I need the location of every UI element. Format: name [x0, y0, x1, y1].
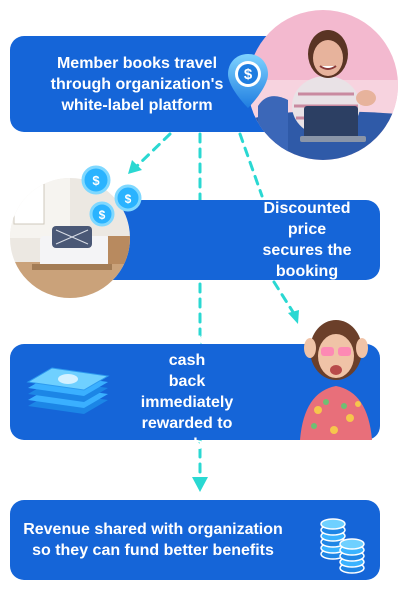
step-4-line-1: Revenue shared with organization [23, 521, 283, 538]
coin-stacks-icon [318, 510, 368, 576]
step-1-line-3: white-label platform [61, 96, 213, 114]
step-3-text: Substantial cash back immediately reward… [0, 329, 400, 455]
arrowhead-2 [288, 310, 299, 324]
step-1-line-2: through organization's [50, 75, 224, 93]
step-card-4: Revenue shared with organization so they… [10, 500, 380, 580]
svg-text:$: $ [244, 66, 253, 83]
svg-text:$: $ [92, 173, 100, 188]
svg-text:$: $ [99, 208, 106, 222]
step-2-line-1: Discounted price [263, 200, 351, 238]
bedroom-photo [10, 178, 130, 298]
arrowhead-3 [192, 477, 208, 492]
location-pin-dollar-icon: $ [226, 52, 270, 110]
connector-1-to-3 [238, 132, 264, 198]
cash-stack-icon [24, 362, 110, 422]
step-3-line-1: Substantial cash [143, 331, 231, 369]
step-3-line-3: rewarded to member [141, 415, 233, 453]
step-3-line-2: back immediately [140, 373, 234, 411]
step-2-line-2: secures the booking [262, 242, 352, 280]
connector-1-to-2 [135, 132, 172, 168]
step-1-line-1: Member books travel [56, 54, 218, 72]
connector-2-to-3 [272, 280, 295, 314]
excited-woman-photo [294, 314, 378, 440]
step-1-text: Member books travel through organization… [31, 53, 276, 116]
arrowhead-1 [128, 160, 142, 174]
step-4-text: Revenue shared with organization so they… [11, 519, 379, 561]
step-2-text: Discounted price secures the booking [74, 198, 380, 282]
step-4-line-2: so they can fund better benefits [32, 542, 274, 559]
woman-laptop-photo [248, 10, 398, 160]
svg-text:$: $ [125, 192, 132, 206]
dollar-coins-icon: $ $ $ [80, 164, 146, 228]
